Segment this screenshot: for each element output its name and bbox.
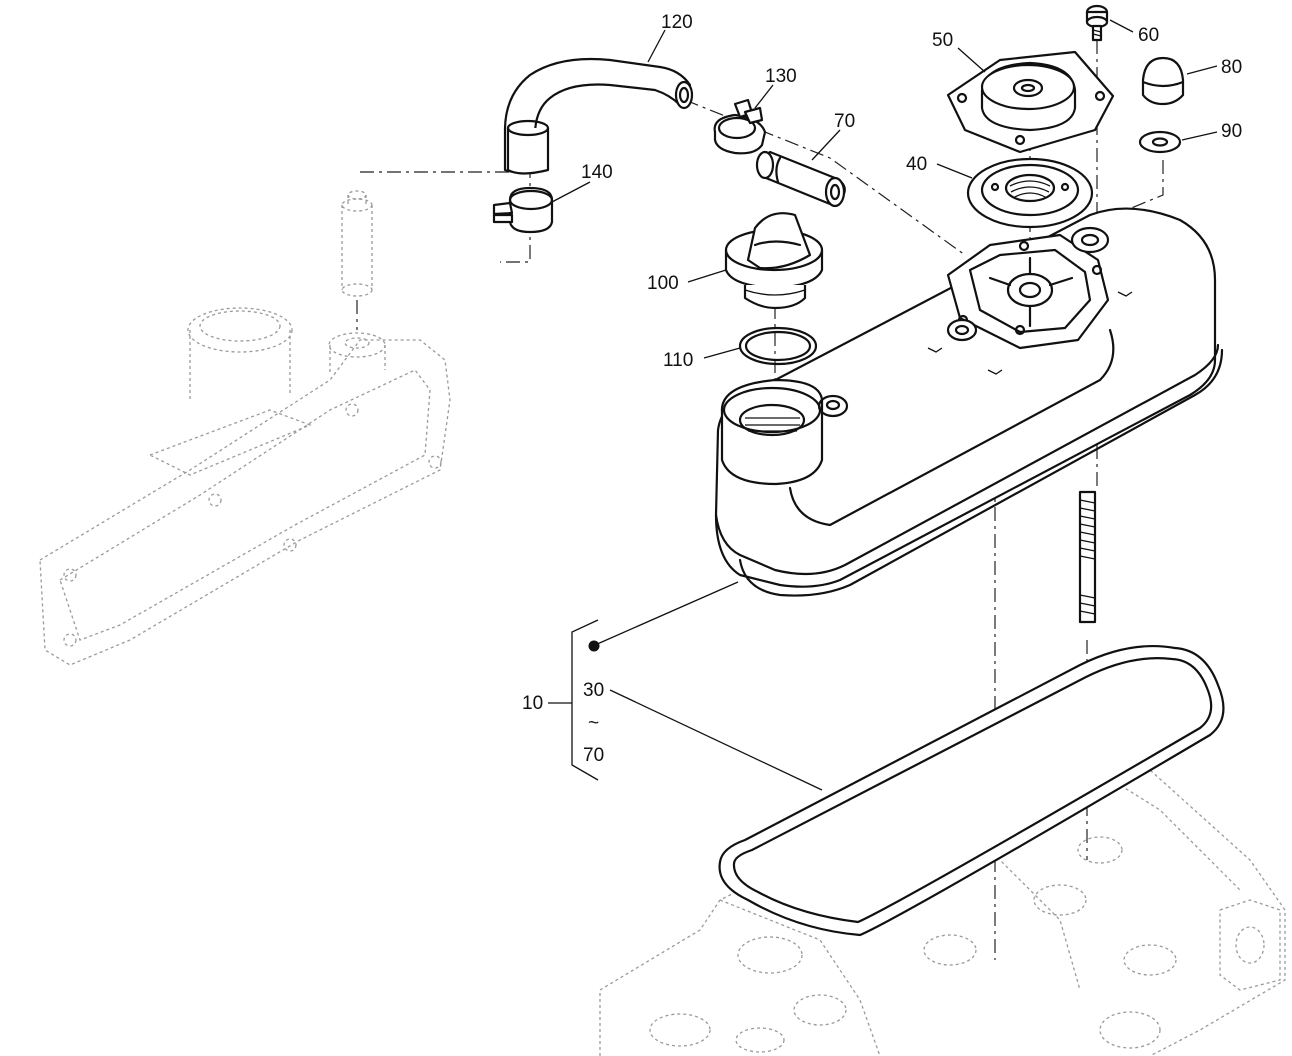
assembly-marker-dot (588, 640, 600, 652)
label-90: 90 (1221, 121, 1242, 142)
washer-90 (1138, 130, 1182, 154)
rocker-cover-gasket (718, 645, 1225, 937)
breather-cover-50 (946, 50, 1115, 154)
ghost-breather-nipple (341, 190, 373, 297)
screw-60 (1085, 4, 1109, 42)
label-40: 40 (906, 154, 927, 175)
callout-labels: 120 130 70 140 50 60 80 90 40 100 110 10… (522, 12, 1242, 766)
label-60: 60 (1138, 25, 1159, 46)
pipe-nipple-70 (755, 150, 846, 208)
label-70: 70 (834, 111, 855, 132)
label-range-separator: ~ (588, 713, 599, 734)
stud-bolt (1078, 490, 1097, 624)
rocker-cover (714, 207, 1224, 597)
hose-clamp-130 (713, 98, 767, 155)
oil-filler-cap-100 (724, 212, 824, 310)
diaphragm-40 (966, 157, 1094, 229)
ghost-intake-manifold (39, 307, 451, 666)
cap-nut-80 (1141, 56, 1185, 106)
label-100: 100 (647, 273, 679, 294)
leader-lines (548, 19, 1218, 791)
label-range-end: 70 (583, 745, 604, 766)
o-ring-110 (738, 326, 818, 366)
label-130: 130 (765, 66, 797, 87)
label-80: 80 (1221, 57, 1242, 78)
label-range-start: 30 (583, 680, 604, 701)
hose-clamp-140 (492, 186, 554, 234)
label-50: 50 (932, 30, 953, 51)
label-10: 10 (522, 693, 543, 714)
label-140: 140 (581, 162, 613, 183)
label-110: 110 (663, 350, 693, 371)
breather-hose-120 (503, 57, 694, 175)
label-120: 120 (661, 12, 693, 33)
